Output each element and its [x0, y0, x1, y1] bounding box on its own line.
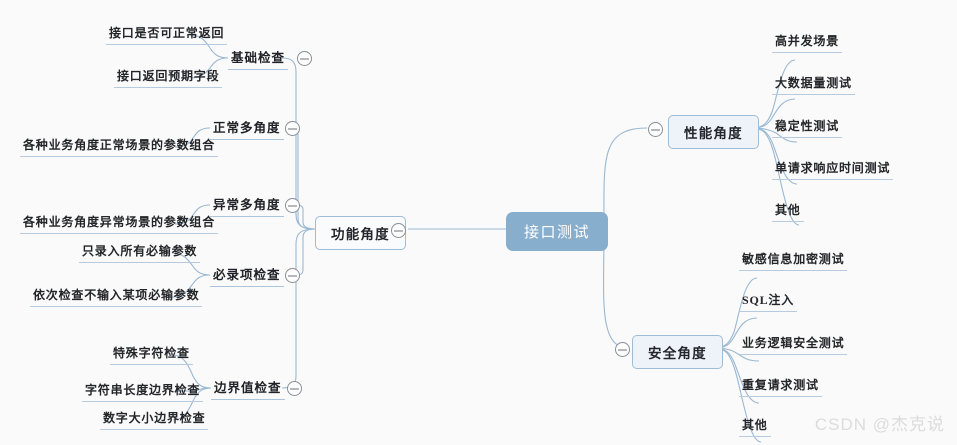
leaf-node[interactable]: 各种业务角度异常场景的参数组合 — [20, 212, 219, 234]
topic-node-boundary-check[interactable]: 边界值检查 — [211, 376, 285, 400]
edge-func-normal — [289, 127, 316, 230]
root-node[interactable]: 接口测试 — [506, 212, 609, 251]
topic-node-abnormal-angles[interactable]: 异常多角度 — [210, 193, 284, 217]
topic-node-boundary-check-label: 边界值检查 — [214, 381, 282, 395]
leaf-node-label: 各种业务角度正常场景的参数组合 — [23, 138, 216, 152]
topic-node-normal-angles[interactable]: 正常多角度 — [210, 116, 284, 140]
collapse-toggle-required-field-check[interactable] — [285, 268, 300, 283]
leaf-node[interactable]: 大数据量测试 — [772, 73, 855, 95]
leaf-node-label: 稳定性测试 — [775, 119, 840, 133]
topic-node-basic-check[interactable]: 基础检查 — [228, 46, 289, 70]
leaf-node-label: 接口返回预期字段 — [117, 69, 220, 83]
branch-node-security-label: 安全角度 — [648, 346, 707, 361]
edge-root-performance — [603, 127, 648, 230]
leaf-node[interactable]: 只录入所有必输参数 — [79, 241, 201, 263]
topic-node-abnormal-angles-label: 异常多角度 — [213, 198, 281, 212]
leaf-node-label: SQL注入 — [742, 293, 795, 307]
leaf-node[interactable]: 其他 — [772, 200, 804, 222]
leaf-node[interactable]: 特殊字符检查 — [110, 343, 193, 365]
leaf-node-label: 业务逻辑安全测试 — [742, 336, 845, 350]
collapse-toggle-basic-check[interactable] — [297, 51, 312, 66]
edge-func-boundary — [281, 228, 316, 389]
leaf-node-label: 数字大小边界检查 — [103, 411, 206, 425]
topic-node-normal-angles-label: 正常多角度 — [213, 121, 281, 135]
leaf-node-label: 高并发场景 — [775, 34, 840, 48]
leaf-node-label: 单请求响应时间测试 — [775, 161, 891, 175]
leaf-node[interactable]: 业务逻辑安全测试 — [739, 333, 848, 355]
collapse-toggle-functional[interactable] — [391, 223, 406, 238]
leaf-node[interactable]: 敏感信息加密测试 — [739, 249, 848, 271]
root-node-label: 接口测试 — [524, 225, 591, 241]
leaf-node-label: 字符串长度边界检查 — [85, 383, 201, 397]
branch-node-security[interactable]: 安全角度 — [632, 335, 723, 369]
topic-node-basic-check-label: 基础检查 — [231, 51, 286, 65]
leaf-node-label: 其他 — [742, 418, 768, 432]
leaf-node-label: 大数据量测试 — [775, 76, 852, 90]
csdn-watermark: CSDN @杰克说 — [814, 415, 945, 434]
branch-node-performance-label: 性能角度 — [684, 126, 743, 141]
topic-node-required-field-check[interactable]: 必录项检查 — [210, 263, 284, 287]
leaf-node-label: 其他 — [775, 203, 801, 217]
leaf-node[interactable]: 重复请求测试 — [739, 375, 822, 397]
edge-func-required — [295, 228, 316, 276]
leaf-node[interactable]: 依次检查不输入某项必输参数 — [30, 285, 203, 307]
leaf-node-label: 只录入所有必输参数 — [82, 244, 198, 258]
collapse-toggle-performance[interactable] — [648, 122, 663, 137]
leaf-node[interactable]: 其他 — [739, 415, 771, 437]
leaf-node[interactable]: 字符串长度边界检查 — [82, 380, 204, 402]
collapse-toggle-security[interactable] — [615, 342, 630, 357]
branch-node-performance[interactable]: 性能角度 — [668, 115, 759, 149]
collapse-toggle-normal-angles[interactable] — [285, 121, 300, 136]
leaf-node[interactable]: 接口返回预期字段 — [114, 66, 223, 88]
leaf-node[interactable]: 稳定性测试 — [772, 116, 843, 138]
leaf-node-label: 敏感信息加密测试 — [742, 252, 845, 266]
leaf-node[interactable]: 单请求响应时间测试 — [772, 158, 894, 180]
leaf-node[interactable]: 高并发场景 — [772, 31, 843, 53]
leaf-node-label: 各种业务角度异常场景的参数组合 — [23, 215, 216, 229]
leaf-node-label: 接口是否可正常返回 — [109, 26, 225, 40]
leaf-node-label: 重复请求测试 — [742, 378, 819, 392]
leaf-node-label: 特殊字符检查 — [113, 346, 190, 360]
collapse-toggle-boundary-check[interactable] — [287, 381, 302, 396]
leaf-node[interactable]: 接口是否可正常返回 — [106, 23, 228, 45]
leaf-node-label: 依次检查不输入某项必输参数 — [33, 288, 200, 302]
collapse-toggle-abnormal-angles[interactable] — [285, 198, 300, 213]
branch-node-functional-label: 功能角度 — [331, 227, 390, 242]
topic-node-required-field-check-label: 必录项检查 — [213, 268, 281, 282]
leaf-node[interactable]: 数字大小边界检查 — [100, 408, 209, 430]
leaf-node[interactable]: SQL注入 — [739, 290, 798, 312]
leaf-node[interactable]: 各种业务角度正常场景的参数组合 — [20, 135, 219, 157]
